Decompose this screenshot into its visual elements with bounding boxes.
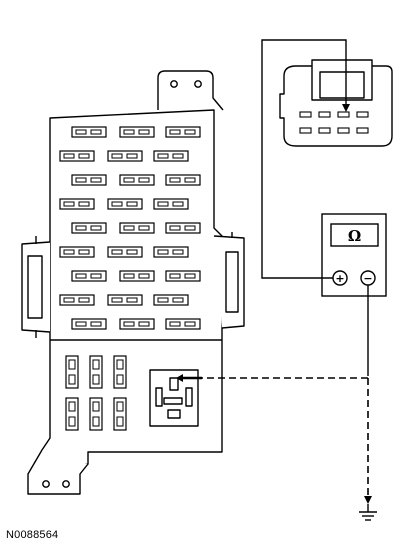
mini-fuse xyxy=(119,126,155,138)
connector-pin xyxy=(318,127,331,134)
connector-pin xyxy=(318,111,331,118)
negative-terminal-label: − xyxy=(363,272,372,285)
connector-window xyxy=(319,71,365,99)
mount-hole xyxy=(194,80,202,88)
maxi-fuse xyxy=(89,397,103,431)
top-mounting-tab xyxy=(157,70,224,111)
ground-probe-tip xyxy=(364,496,372,504)
mount-hole xyxy=(170,80,178,88)
mini-fuse xyxy=(107,198,143,210)
mini-fuse xyxy=(153,198,189,210)
mini-fuse xyxy=(71,222,107,234)
connector-pin xyxy=(299,111,312,118)
maxi-fuse-grid xyxy=(65,355,127,431)
meter-display xyxy=(330,223,379,247)
maxi-fuse xyxy=(65,397,79,431)
mount-hole xyxy=(42,480,50,488)
mini-fuse xyxy=(153,294,189,306)
mini-fuse xyxy=(71,174,107,186)
mini-fuse xyxy=(119,270,155,282)
mini-fuse xyxy=(59,246,95,258)
mini-fuse xyxy=(71,318,107,330)
mini-fuse xyxy=(153,246,189,258)
positive-probe-tip xyxy=(342,104,350,112)
mini-fuse xyxy=(107,150,143,162)
mini-fuse xyxy=(59,294,95,306)
mini-fuse xyxy=(119,174,155,186)
connector-pin xyxy=(356,111,369,118)
positive-terminal-label: + xyxy=(335,272,344,285)
right-clip-window xyxy=(225,251,239,313)
mini-fuse xyxy=(165,126,201,138)
mini-fuse xyxy=(165,174,201,186)
connector xyxy=(279,59,393,147)
mini-fuse xyxy=(153,150,189,162)
connector-pin-grid xyxy=(299,111,369,134)
mini-fuse xyxy=(165,270,201,282)
connector-pin xyxy=(337,127,350,134)
mini-fuse xyxy=(107,246,143,258)
mini-fuse xyxy=(71,270,107,282)
figure-id-label: N0088564 xyxy=(6,529,59,541)
mini-fuse xyxy=(119,222,155,234)
connector-pin xyxy=(356,127,369,134)
mini-fuse xyxy=(71,126,107,138)
ground-symbol xyxy=(359,504,377,521)
mini-fuse xyxy=(165,318,201,330)
mini-fuse xyxy=(165,222,201,234)
left-clip-window xyxy=(27,255,43,319)
maxi-fuse xyxy=(65,355,79,389)
connector-pin xyxy=(337,111,350,118)
positive-test-lead xyxy=(261,39,347,279)
maxi-fuse xyxy=(113,397,127,431)
relay-probe-tip xyxy=(176,374,183,382)
mini-fuse xyxy=(119,318,155,330)
meter-display-symbol: Ω xyxy=(348,227,361,245)
connector-pin xyxy=(299,127,312,134)
mini-fuse xyxy=(59,150,95,162)
maxi-fuse xyxy=(113,355,127,389)
maxi-fuse xyxy=(89,355,103,389)
mini-fuse xyxy=(107,294,143,306)
mini-fuse-grid xyxy=(59,126,201,330)
mount-hole xyxy=(62,480,70,488)
mini-fuse xyxy=(59,198,95,210)
ohmmeter xyxy=(321,213,387,297)
